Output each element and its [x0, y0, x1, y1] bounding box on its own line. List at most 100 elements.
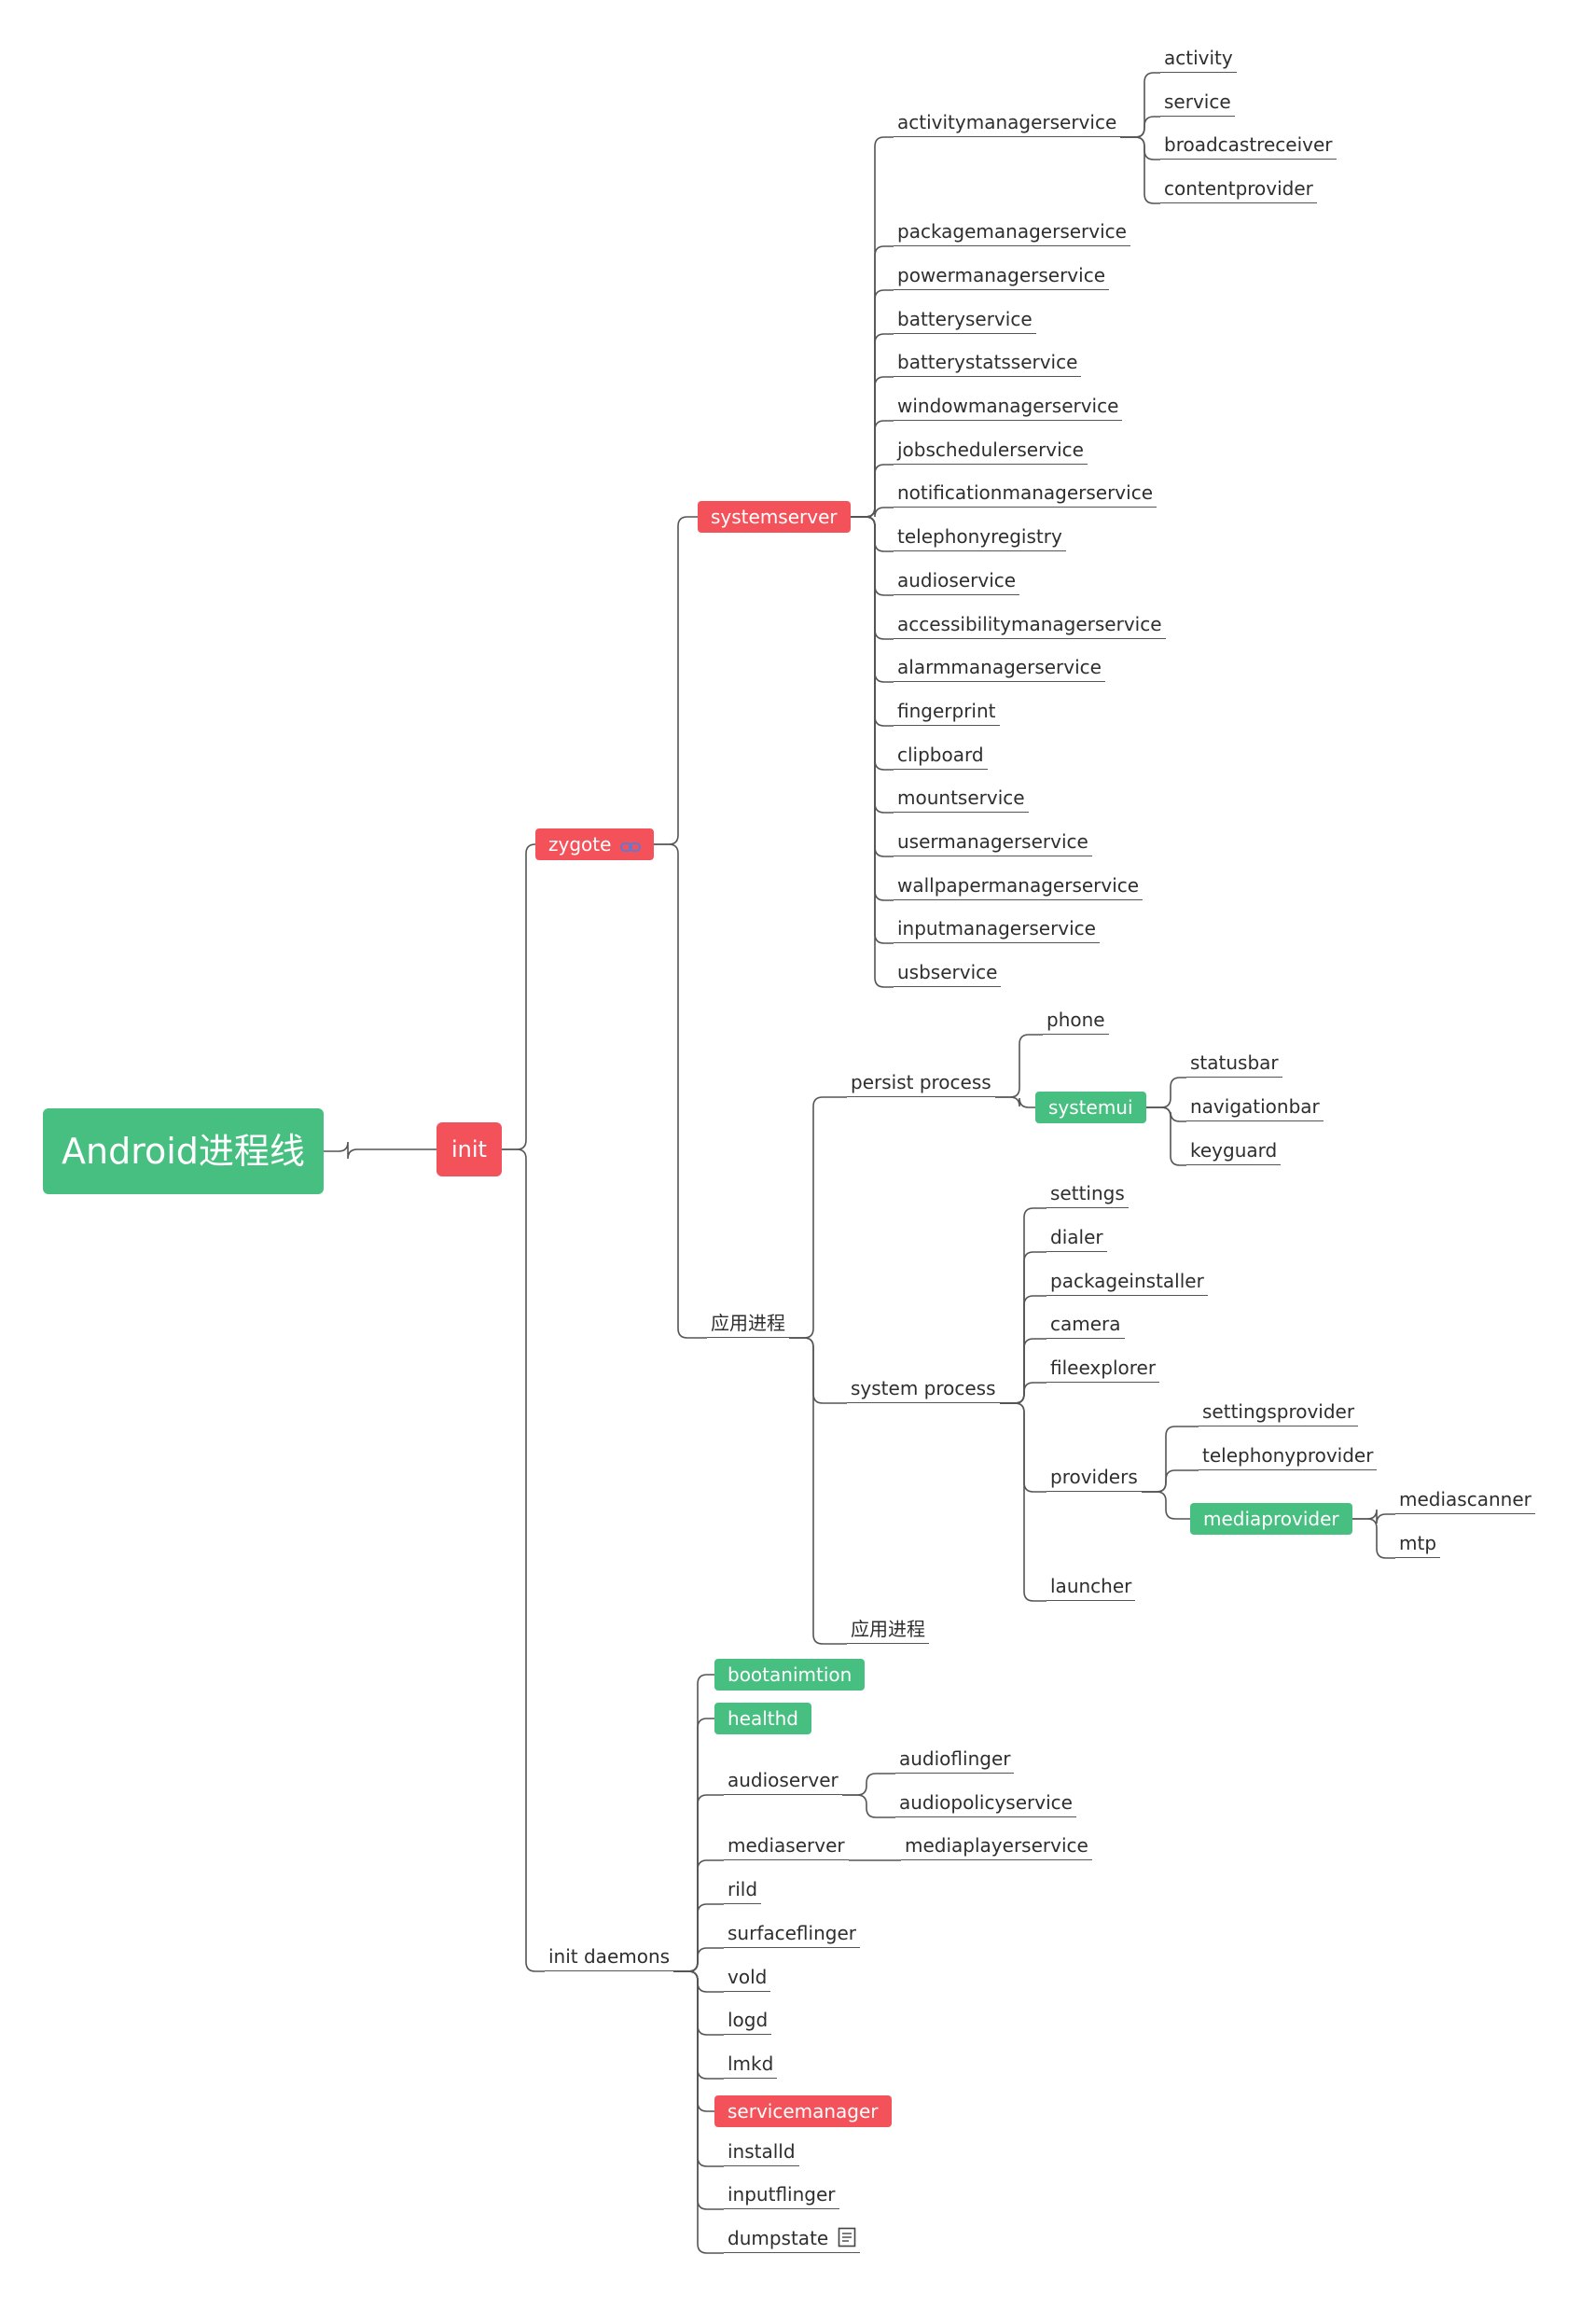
node-init[interactable]: init [437, 1122, 502, 1176]
node-batteryservice[interactable]: batteryservice [894, 308, 1036, 334]
node-powerms[interactable]: powermanagerservice [894, 264, 1109, 290]
node-label: healthd [728, 1707, 799, 1730]
edge-init-zygote [502, 843, 536, 1150]
node-inputmanager[interactable]: inputmanagerservice [894, 917, 1100, 943]
node-activity[interactable]: activity [1160, 47, 1237, 73]
node-label: activitymanagerservice [897, 111, 1117, 133]
node-systemserver[interactable]: systemserver [698, 501, 851, 533]
edge-systemserver-telephonyregistry [851, 516, 894, 552]
node-jobscheduler[interactable]: jobschedulerservice [894, 438, 1088, 465]
node-audioserver[interactable]: audioserver [724, 1769, 842, 1795]
node-mediascanner[interactable]: mediascanner [1395, 1488, 1535, 1514]
node-phone[interactable]: phone [1043, 1009, 1109, 1035]
node-mtp[interactable]: mtp [1395, 1532, 1441, 1558]
node-clipboard[interactable]: clipboard [894, 744, 988, 770]
node-pms[interactable]: packagemanagerservice [894, 220, 1130, 246]
node-audioflinger[interactable]: audioflinger [895, 1747, 1015, 1774]
node-mediaprovider[interactable]: mediaprovider [1190, 1503, 1352, 1535]
edge-ams-broadcastreceiver [1120, 136, 1160, 160]
node-installd[interactable]: installd [724, 2140, 799, 2166]
node-telephonyprovider[interactable]: telephonyprovider [1199, 1444, 1378, 1470]
node-statusbar[interactable]: statusbar [1186, 1051, 1282, 1078]
edge-systemserver-nms [851, 507, 894, 518]
node-settingsprovider[interactable]: settingsprovider [1199, 1400, 1359, 1426]
node-dumpstate[interactable]: dumpstate [724, 2227, 861, 2253]
edge-daemons-vold [673, 1970, 724, 1993]
node-label: navigationbar [1190, 1095, 1320, 1118]
node-appproc2[interactable]: 应用进程 [847, 1618, 929, 1644]
node-healthd[interactable]: healthd [714, 1703, 812, 1734]
node-settings[interactable]: settings [1046, 1182, 1129, 1208]
node-telephonyregistry[interactable]: telephonyregistry [894, 525, 1066, 551]
node-broadcastreceiver[interactable]: broadcastreceiver [1160, 133, 1337, 160]
edge-systemserver-clipboard [851, 516, 894, 771]
node-label: launcher [1050, 1575, 1132, 1597]
node-mediaplayer[interactable]: mediaplayerservice [901, 1834, 1092, 1860]
node-vold[interactable]: vold [724, 1966, 771, 1992]
node-usbservice[interactable]: usbservice [894, 961, 1002, 987]
node-label: mtp [1399, 1532, 1437, 1554]
node-providers[interactable]: providers [1046, 1466, 1142, 1492]
node-root[interactable]: Android进程线 [43, 1108, 324, 1194]
node-audiopolicy[interactable]: audiopolicyservice [895, 1791, 1076, 1817]
node-rild[interactable]: rild [724, 1878, 762, 1904]
edge-systemserver-wms [851, 420, 894, 518]
node-nms[interactable]: notificationmanagerservice [894, 481, 1157, 508]
node-usermanager[interactable]: usermanagerservice [894, 830, 1092, 856]
node-systemui[interactable]: systemui [1035, 1092, 1146, 1123]
node-label: systemui [1048, 1096, 1133, 1119]
node-label: notificationmanagerservice [897, 481, 1154, 504]
node-wms[interactable]: windowmanagerservice [894, 395, 1123, 421]
node-ams[interactable]: activitymanagerservice [894, 111, 1121, 137]
node-daemons[interactable]: init daemons [545, 1945, 674, 1971]
node-label: 应用进程 [851, 1618, 925, 1640]
node-label: dialer [1050, 1226, 1103, 1248]
node-contentprovider[interactable]: contentprovider [1160, 177, 1317, 203]
node-label: clipboard [897, 744, 984, 766]
node-service[interactable]: service [1160, 90, 1235, 117]
node-label: persist process [851, 1071, 991, 1093]
node-fileexplorer[interactable]: fileexplorer [1046, 1357, 1160, 1383]
node-appproc[interactable]: 应用进程 [707, 1312, 789, 1338]
node-camera[interactable]: camera [1046, 1313, 1125, 1339]
node-keyguard[interactable]: keyguard [1186, 1139, 1282, 1165]
node-accessibility[interactable]: accessibilitymanagerservice [894, 613, 1166, 639]
edge-systemserver-jobscheduler [851, 464, 894, 518]
edge-systemserver-usbservice [851, 516, 894, 988]
node-label: usbservice [897, 961, 998, 983]
edge-systemserver-wallpaper [851, 516, 894, 901]
node-fingerprint[interactable]: fingerprint [894, 700, 1000, 726]
edge-ams-activity [1120, 72, 1160, 138]
edge-systemui-navigationbar [1146, 1106, 1186, 1122]
node-zygote[interactable]: zygote [535, 828, 655, 860]
node-persist[interactable]: persist process [847, 1071, 995, 1097]
node-packageinstaller[interactable]: packageinstaller [1046, 1270, 1208, 1296]
node-audioservice[interactable]: audioservice [894, 569, 1020, 595]
edge-systemserver-batteryservice [851, 333, 894, 518]
node-navigationbar[interactable]: navigationbar [1186, 1095, 1324, 1121]
node-surfaceflinger[interactable]: surfaceflinger [724, 1922, 860, 1948]
node-launcher[interactable]: launcher [1046, 1575, 1136, 1601]
edge-systemserver-inputmanager [851, 516, 894, 944]
node-lmkd[interactable]: lmkd [724, 2053, 778, 2079]
node-bootanim[interactable]: bootanimtion [714, 1659, 866, 1691]
node-mountservice[interactable]: mountservice [894, 786, 1029, 813]
node-logd[interactable]: logd [724, 2009, 772, 2035]
edge-daemons-logd [673, 1970, 724, 2036]
node-inputflinger[interactable]: inputflinger [724, 2183, 839, 2209]
node-mediaserver[interactable]: mediaserver [724, 1834, 849, 1860]
edge-sysproc-settings [1000, 1207, 1046, 1404]
node-label: init daemons [548, 1945, 671, 1968]
node-servicemanager[interactable]: servicemanager [714, 2095, 892, 2127]
node-label: fingerprint [897, 700, 996, 722]
node-batterystats[interactable]: batterystatsservice [894, 351, 1082, 377]
node-alarm[interactable]: alarmmanagerservice [894, 656, 1105, 682]
edge-sysproc-providers [1000, 1402, 1046, 1493]
note-icon [838, 2227, 856, 2252]
node-label: phone [1046, 1009, 1105, 1031]
node-sysproc[interactable]: system process [847, 1377, 1000, 1403]
edge-audioserver-audiopolicy [842, 1794, 895, 1818]
edge-systemserver-pms [851, 245, 894, 518]
node-wallpaper[interactable]: wallpapermanagerservice [894, 874, 1144, 900]
node-dialer[interactable]: dialer [1046, 1226, 1107, 1252]
